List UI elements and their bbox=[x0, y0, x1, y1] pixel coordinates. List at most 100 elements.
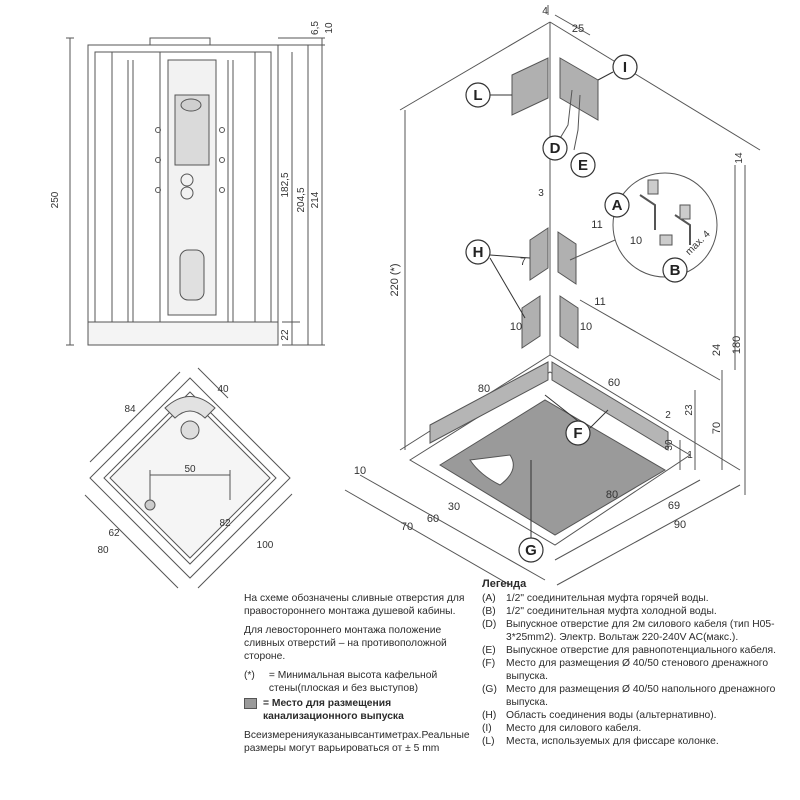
front-view-dims: 250 182,5 204,5 214 22 6,5 10 bbox=[50, 21, 335, 341]
dim-25: 25 bbox=[572, 23, 584, 35]
callout-label-D: D bbox=[550, 140, 561, 157]
room-view bbox=[344, 5, 761, 586]
wall-drain-area-left bbox=[429, 361, 549, 444]
plate-H-right bbox=[557, 231, 577, 285]
legend-code: (L) bbox=[482, 736, 495, 747]
plate-L bbox=[511, 57, 549, 116]
plate-H-left bbox=[529, 227, 549, 281]
note-units: Всеизмеренияуказанывсантиметрах.Реальные… bbox=[244, 730, 470, 754]
dim-6: 6,5 bbox=[310, 21, 321, 35]
legend-desc: Выпускное отверстие для 2м силового кабе… bbox=[506, 619, 775, 643]
legend-item: (B) 1/2" соединительная муфта холодной во… bbox=[482, 605, 794, 618]
callout-A bbox=[604, 192, 630, 218]
note-left-install: Для левостороннего монтажа положение сли… bbox=[244, 625, 447, 662]
dim-80b: 80 bbox=[606, 489, 618, 501]
legend-code: (I) bbox=[482, 723, 492, 734]
dim-100: 100 bbox=[257, 540, 274, 551]
dim-23: 23 bbox=[684, 404, 695, 416]
dim-11b: 11 bbox=[594, 296, 605, 308]
dim-250: 250 bbox=[50, 191, 61, 208]
top-view-dims: 84 40 50 62 80 82 100 bbox=[97, 384, 273, 556]
legend-item: (A) 1/2" соединительная муфта горячей вод… bbox=[482, 592, 794, 605]
dim-50: 50 bbox=[184, 464, 196, 475]
legend-desc: 1/2" соединительная муфта горячей воды. bbox=[506, 593, 709, 604]
dim-10d: 10 bbox=[354, 465, 366, 477]
tray-outline bbox=[89, 377, 291, 579]
legend-code: (H) bbox=[482, 710, 497, 721]
dim-10: 10 bbox=[324, 22, 335, 34]
legend-item: (I) Место для силового кабеля. bbox=[482, 722, 794, 735]
plate-I bbox=[559, 57, 599, 121]
callout-label-H: H bbox=[473, 244, 484, 261]
dim-90: 90 bbox=[674, 519, 686, 531]
callout-D bbox=[542, 135, 568, 161]
dim-7: 7 bbox=[520, 256, 526, 268]
callout-I bbox=[612, 54, 638, 80]
dim-14: 14 bbox=[734, 152, 745, 164]
legend-code: (B) bbox=[482, 606, 496, 617]
dim-62: 62 bbox=[108, 528, 120, 539]
note-gray: = Место для размещения канализационного … bbox=[244, 697, 476, 723]
legend-desc: Область соединения воды (альтернативно). bbox=[506, 710, 717, 721]
dim-70a: 70 bbox=[711, 422, 723, 434]
legend-item: (F) Место для размещения Ø 40/50 стеновог… bbox=[482, 657, 794, 683]
legend-item: (G) Место для размещения Ø 40/50 напольно… bbox=[482, 683, 794, 709]
gray-area-swatch bbox=[244, 697, 257, 709]
floor-drain-area bbox=[439, 399, 666, 536]
callouts bbox=[465, 54, 688, 563]
legend-code: (E) bbox=[482, 645, 496, 656]
dim-80: 80 bbox=[97, 545, 109, 556]
legend-item: (L)Места, используемых для фиссаре колон… bbox=[482, 735, 794, 748]
shower-head bbox=[180, 98, 202, 112]
drain bbox=[144, 499, 156, 511]
callout-label-A: A bbox=[612, 197, 623, 214]
callout-E bbox=[570, 152, 596, 178]
legend-code: (A) bbox=[482, 593, 496, 604]
legend-item: (H) Область соединения воды (альтернативн… bbox=[482, 709, 794, 722]
legend-code: (D) bbox=[482, 619, 497, 630]
legend-desc: Выпускное отверстие для равнопотенциальн… bbox=[506, 645, 776, 656]
top-view bbox=[84, 367, 293, 589]
legend-title: Легенда bbox=[482, 578, 527, 590]
legend-desc: Место для размещения Ø 40/50 стенового д… bbox=[506, 658, 769, 682]
wall-drain-area-right bbox=[551, 361, 669, 451]
dim-84: 84 bbox=[124, 404, 136, 415]
legend-desc: Место для силового кабеля. bbox=[506, 723, 642, 734]
dim-30b: 30 bbox=[448, 501, 460, 513]
dim-22: 22 bbox=[280, 329, 291, 341]
seat-round bbox=[180, 420, 200, 440]
callout-B bbox=[662, 257, 688, 283]
dim-24: 24 bbox=[711, 344, 723, 356]
dim-1: 1 bbox=[687, 450, 693, 461]
installation-notes: На схеме обозначены сливные отверстия дл… bbox=[244, 592, 476, 755]
legend-code: (G) bbox=[482, 684, 497, 695]
callout-label-I: I bbox=[623, 59, 627, 76]
callout-label-F: F bbox=[573, 425, 582, 442]
dim-4: 4 bbox=[542, 6, 548, 17]
callout-label-E: E bbox=[578, 157, 588, 174]
note-gray-text: = Место для размещения канализационного … bbox=[263, 698, 404, 722]
legend-code: (F) bbox=[482, 658, 496, 669]
valve-detail bbox=[612, 172, 718, 278]
shower-tray bbox=[87, 321, 279, 346]
legend-item: (E) Выпускное отверстие для равнопотенциа… bbox=[482, 644, 794, 657]
dim-214: 214 bbox=[310, 191, 321, 208]
callout-label-G: G bbox=[525, 542, 537, 559]
dim-10a: 10 bbox=[630, 235, 642, 247]
dim-30a: 30 bbox=[664, 439, 675, 451]
dim-182: 182,5 bbox=[280, 172, 291, 197]
note-right-install: На схеме обозначены сливные отверстия дл… bbox=[244, 593, 465, 617]
callout-label-L: L bbox=[473, 87, 482, 104]
dim-82: 82 bbox=[219, 518, 231, 529]
legend-item: (D) Выпускное отверстие для 2м силового к… bbox=[482, 618, 794, 644]
dim-11a: 11 bbox=[591, 219, 602, 231]
note-star-key: (*) bbox=[244, 670, 255, 681]
legend-desc: Место для размещения Ø 40/50 напольного … bbox=[506, 684, 776, 708]
dim-60b: 60 bbox=[427, 513, 439, 525]
callout-label-B: B bbox=[670, 262, 681, 279]
dim-60a: 60 bbox=[608, 377, 620, 389]
cabin-roof bbox=[149, 37, 211, 46]
legend-desc: 1/2" соединительная муфта холодной воды. bbox=[506, 606, 717, 617]
dim-180: 180 bbox=[731, 336, 743, 354]
